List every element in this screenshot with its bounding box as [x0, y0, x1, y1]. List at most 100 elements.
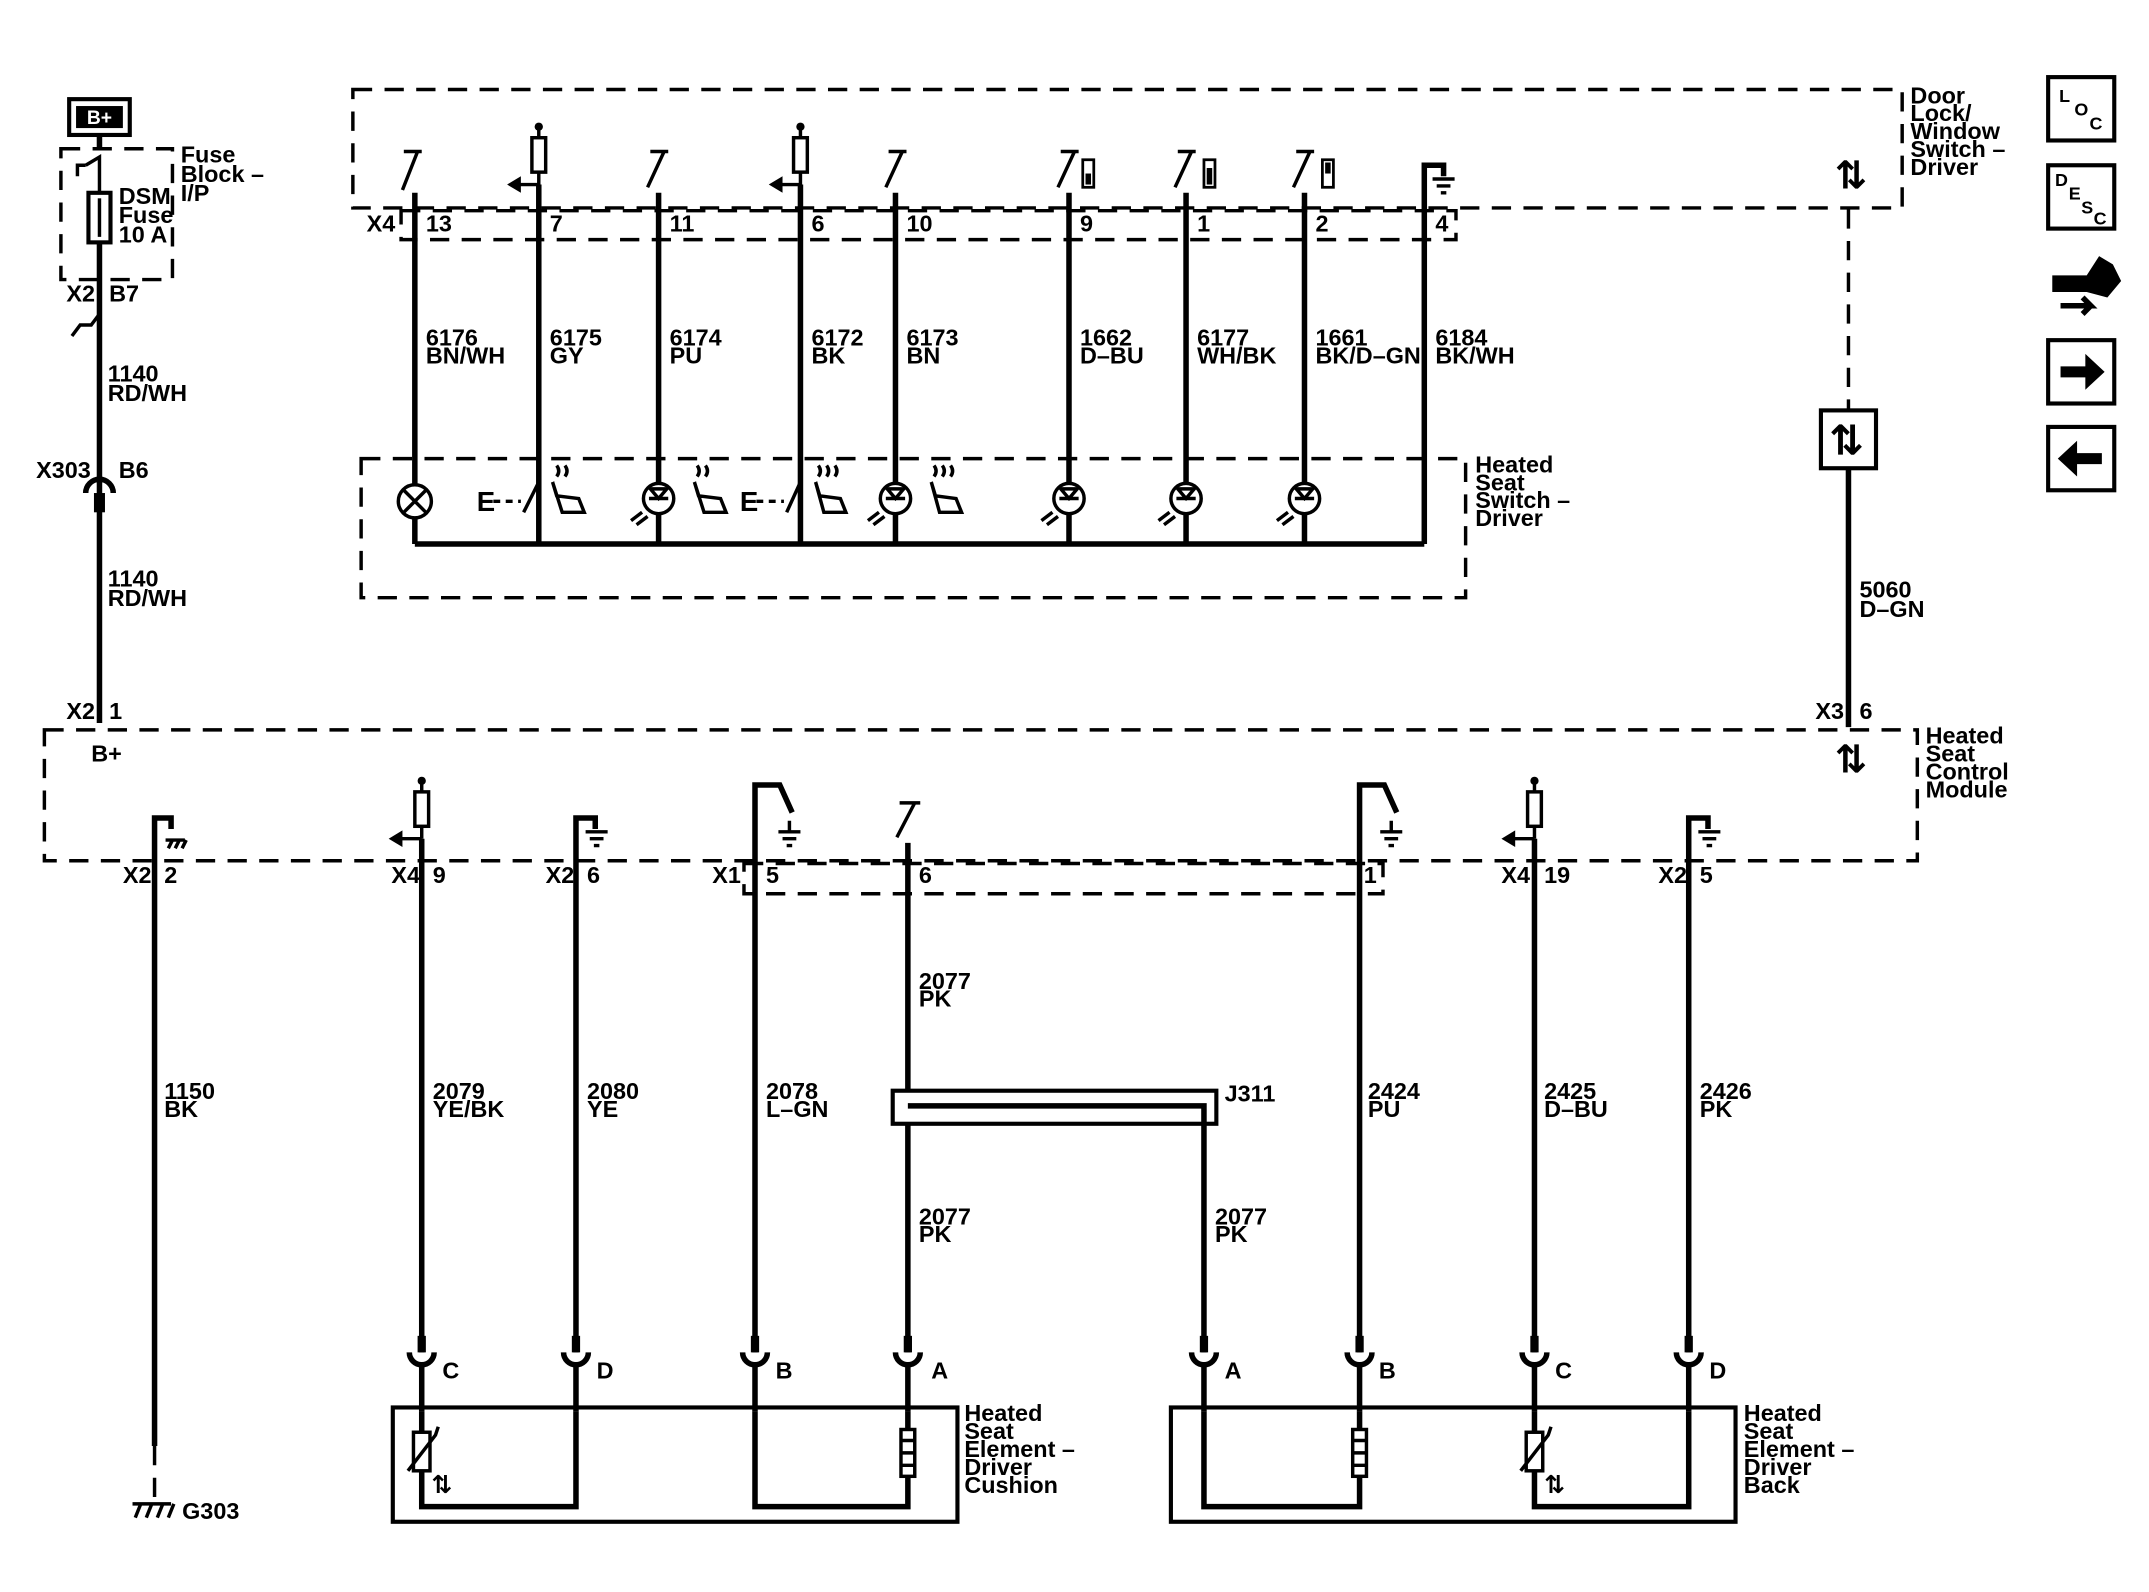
svg-text:1662: 1662	[1080, 325, 1132, 351]
svg-text:11: 11	[670, 210, 695, 236]
svg-text:PU: PU	[1368, 1096, 1401, 1122]
svg-text:C: C	[1555, 1358, 1572, 1384]
svg-text:GY: GY	[550, 343, 584, 369]
svg-text:Driver: Driver	[964, 1454, 1032, 1480]
svg-text:WH/BK: WH/BK	[1197, 343, 1276, 369]
seat-terminal-letters: C D B A A B C D	[442, 1358, 1726, 1384]
svg-text:6184: 6184	[1435, 325, 1487, 351]
svg-text:Lock/: Lock/	[1910, 100, 1972, 126]
heated-switch-symbols: E E	[396, 464, 1322, 527]
control-module-title: Heated Seat Control Module	[1926, 723, 2009, 803]
svg-text:2426: 2426	[1700, 1078, 1752, 1104]
svg-text:O: O	[2074, 100, 2088, 120]
svg-text:6174: 6174	[670, 325, 722, 351]
svg-text:Heated: Heated	[964, 1400, 1042, 1426]
power-source: B+	[67, 97, 132, 138]
serial-color: D–GN	[1859, 596, 1924, 622]
svg-text:Control: Control	[1926, 758, 2009, 784]
switch-pins: 13 7 11 6 10 9 1 2 4	[426, 210, 1448, 236]
loc-button[interactable]: L O C	[2046, 75, 2117, 143]
svg-text:1661: 1661	[1316, 325, 1368, 351]
svg-text:10 A: 10 A	[119, 221, 168, 247]
svg-text:9: 9	[433, 862, 446, 888]
svg-text:1: 1	[1197, 210, 1210, 236]
ground-label: G303	[182, 1498, 239, 1524]
svg-text:BK/WH: BK/WH	[1435, 343, 1514, 369]
svg-text:L–GN: L–GN	[766, 1096, 828, 1122]
fuse-pin: B7	[109, 281, 139, 307]
bplus-label: B+	[87, 108, 112, 129]
serial-data-icon: ⇅	[1835, 155, 1867, 198]
splice-j311	[890, 1088, 1219, 1353]
svg-text:Driver: Driver	[1475, 505, 1543, 531]
svg-text:D: D	[2055, 170, 2068, 190]
svg-text:13: 13	[426, 210, 452, 236]
svg-text:YE/BK: YE/BK	[433, 1096, 505, 1122]
desc-button[interactable]: D E S C	[2046, 163, 2117, 231]
svg-text:L: L	[2059, 86, 2070, 106]
cushion-element-title: Heated Seat Element – Driver Cushion	[964, 1400, 1075, 1498]
cushion-element-internals: ⇅	[406, 1411, 917, 1510]
svg-text:1150: 1150	[164, 1078, 215, 1104]
back-element-title: Heated Seat Element – Driver Back	[1744, 1400, 1855, 1498]
svg-text:Seat: Seat	[1744, 1418, 1794, 1444]
svg-text:A: A	[931, 1358, 948, 1384]
svg-text:2: 2	[1316, 210, 1329, 236]
svg-text:6: 6	[919, 862, 932, 888]
fuse-block	[59, 147, 175, 282]
switch-module-title: Door Lock/ Window Switch – Driver	[1910, 82, 2005, 180]
svg-text:B6: B6	[119, 457, 149, 483]
svg-text:Fuse: Fuse	[119, 202, 174, 228]
svg-text:6172: 6172	[811, 325, 863, 351]
svg-text:PK: PK	[919, 986, 952, 1012]
svg-text:1: 1	[1364, 862, 1377, 888]
control-module-box	[42, 728, 1920, 863]
svg-text:⇅: ⇅	[1544, 1472, 1565, 1499]
svg-text:PK: PK	[1700, 1096, 1733, 1122]
svg-text:6176: 6176	[426, 325, 478, 351]
svg-text:X4: X4	[391, 862, 420, 888]
svg-text:X4: X4	[1501, 862, 1530, 888]
svg-text:2078: 2078	[766, 1078, 818, 1104]
svg-text:A: A	[1225, 1358, 1242, 1384]
module-bplus: B+	[91, 741, 122, 767]
svg-text:Element –: Element –	[964, 1436, 1075, 1462]
svg-text:Heated: Heated	[1744, 1400, 1822, 1426]
seat-connectors	[406, 1335, 1704, 1412]
svg-text:C: C	[2089, 113, 2102, 133]
svg-text:RD/WH: RD/WH	[108, 380, 187, 406]
arrow-right-icon[interactable]	[2046, 338, 2117, 406]
svg-text:Driver: Driver	[1744, 1454, 1812, 1480]
svg-text:2: 2	[164, 862, 177, 888]
svg-text:D: D	[1709, 1358, 1726, 1384]
switch-circuits: 6176 BN/WH 6175 GY 6174 PU 6172 BK 6173 …	[426, 325, 1515, 369]
heated-switch-title: Heated Seat Switch – Driver	[1475, 451, 1570, 531]
svg-text:X3: X3	[1815, 698, 1844, 724]
svg-text:D–BU: D–BU	[1080, 343, 1144, 369]
svg-text:10: 10	[906, 210, 932, 236]
svg-text:Module: Module	[1926, 776, 2008, 802]
svg-text:5: 5	[766, 862, 779, 888]
svg-text:2077: 2077	[1215, 1203, 1267, 1229]
svg-text:6175: 6175	[550, 325, 602, 351]
svg-text:C: C	[2094, 208, 2107, 228]
svg-text:6177: 6177	[1197, 325, 1249, 351]
svg-text:⇅: ⇅	[431, 1472, 452, 1499]
svg-text:D–BU: D–BU	[1544, 1096, 1608, 1122]
arrow-left-icon[interactable]	[2046, 424, 2117, 493]
svg-text:6: 6	[587, 862, 600, 888]
heated-switch-box	[359, 456, 1468, 600]
svg-text:2080: 2080	[587, 1078, 639, 1104]
svg-text:YE: YE	[587, 1096, 618, 1122]
svg-text:BK: BK	[811, 343, 845, 369]
switch-module-box	[351, 87, 1904, 210]
svg-text:2425: 2425	[1544, 1078, 1596, 1104]
svg-text:1140: 1140	[108, 360, 159, 386]
ground-g303-icon	[132, 1502, 176, 1519]
svg-text:E: E	[2069, 184, 2081, 204]
svg-text:X2: X2	[546, 862, 575, 888]
svg-text:7: 7	[550, 210, 563, 236]
svg-text:DSM: DSM	[119, 183, 171, 209]
connector-icon[interactable]	[2052, 256, 2122, 316]
